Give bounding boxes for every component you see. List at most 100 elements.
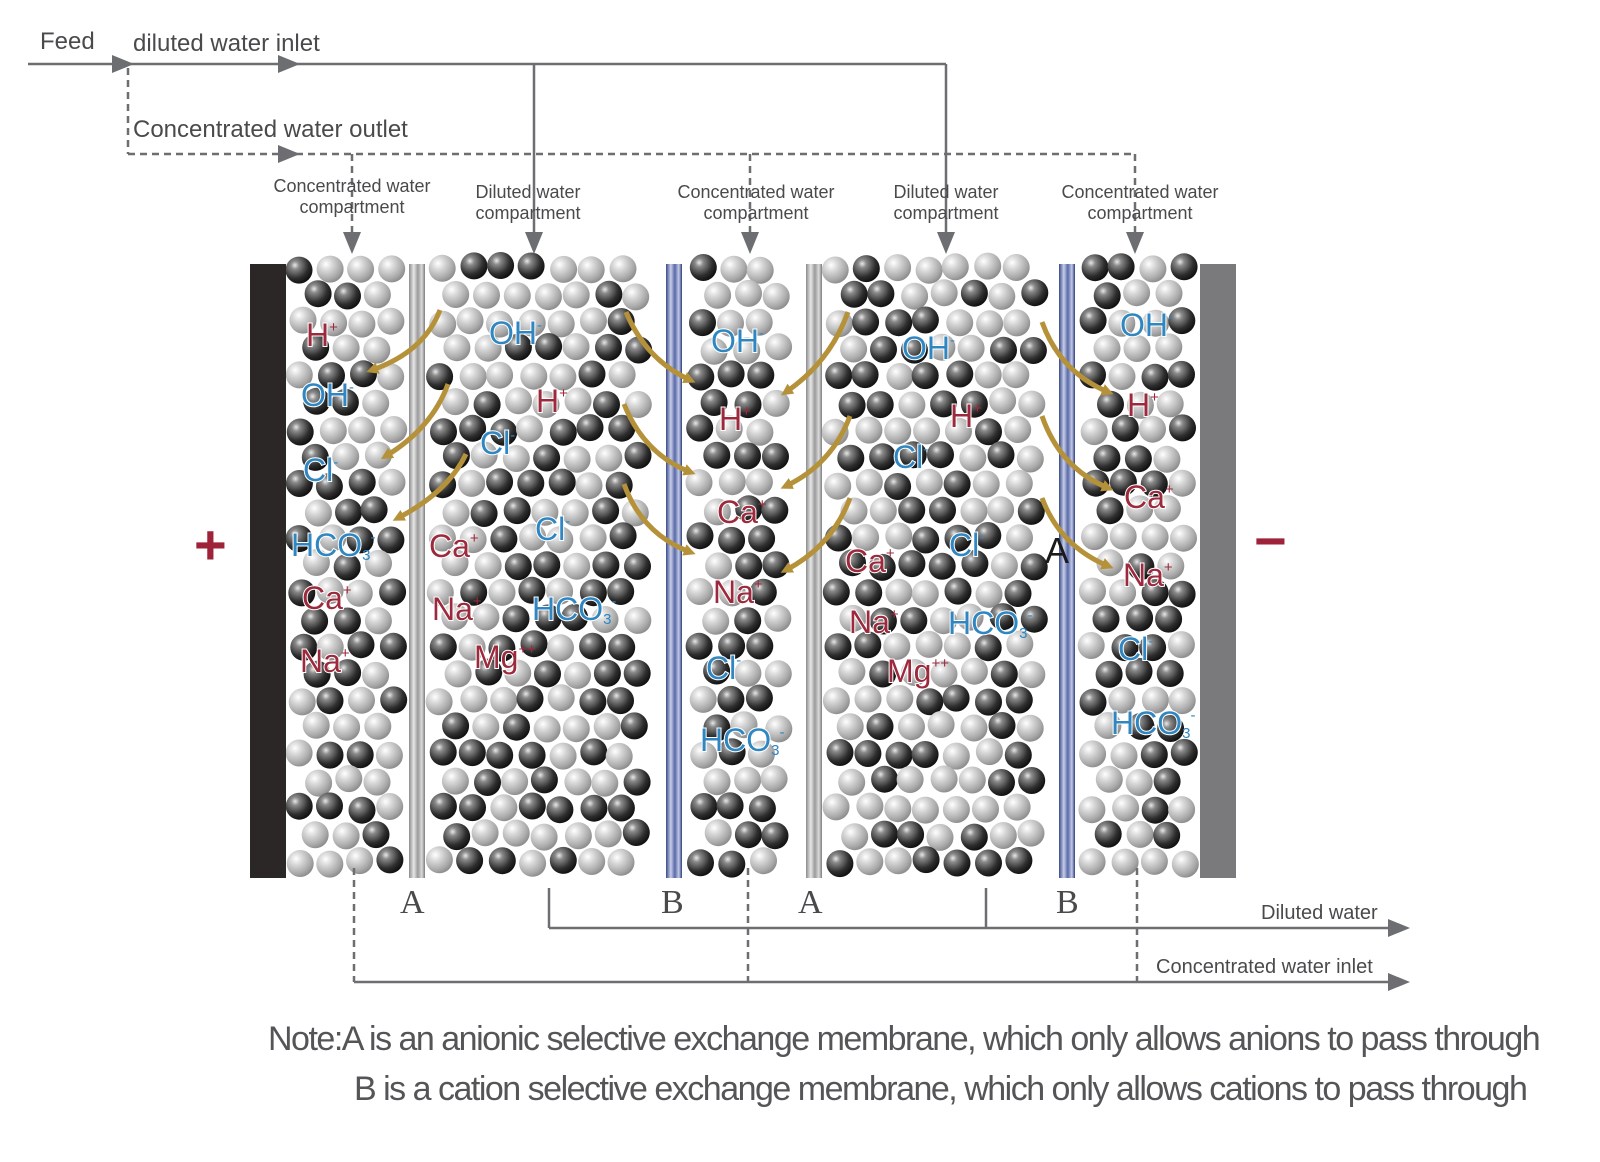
resin-bead-dark <box>377 526 405 554</box>
resin-bead-light <box>855 468 883 496</box>
resin-bead-dark <box>866 391 894 419</box>
resin-bead-dark <box>530 766 558 794</box>
resin-bead-light <box>718 579 746 607</box>
resin-bead-dark <box>622 819 650 846</box>
resin-bead-dark <box>716 792 744 820</box>
resin-bead-dark <box>1097 390 1124 418</box>
resin-bead-light <box>458 633 486 661</box>
resin-bead-light <box>734 659 762 687</box>
concentrated-drop-2-arrow <box>741 232 759 254</box>
resin-bead-light <box>942 742 970 770</box>
resin-bead-light <box>855 416 883 444</box>
migration-arrow-7 <box>781 311 851 396</box>
resin-bead-light <box>747 740 775 768</box>
resin-bead-dark <box>1153 821 1181 849</box>
membrane-label-2: B <box>661 884 684 921</box>
resin-bead-dark <box>718 738 746 766</box>
resin-bead-dark <box>458 739 486 767</box>
resin-bead-light <box>377 363 405 391</box>
resin-bead-light <box>1156 390 1184 418</box>
resin-bead-light <box>957 334 985 362</box>
ion-cl-label: Cl- <box>1117 631 1154 667</box>
resin-bead-dark <box>837 444 865 472</box>
resin-bead-light <box>1002 254 1030 281</box>
resin-bead-light <box>441 603 469 631</box>
resin-bead-light <box>563 552 591 580</box>
resin-bead-dark <box>579 579 607 607</box>
resin-bead-dark <box>549 418 577 446</box>
resin-bead-dark <box>734 442 761 470</box>
resin-bead-light <box>685 469 713 497</box>
resin-bead-dark <box>1155 605 1183 633</box>
migration-arrow-9 <box>780 497 853 573</box>
ion-na-label: Na+ <box>848 604 899 640</box>
resin-bead-dark <box>1153 767 1181 795</box>
resin-bead-dark <box>703 657 731 685</box>
resin-bead-dark <box>746 632 774 660</box>
resin-bead-light <box>532 391 560 418</box>
resin-bead-dark <box>946 360 974 388</box>
resin-bead-dark <box>990 336 1017 364</box>
resin-bead-dark <box>460 252 488 280</box>
resin-bead-dark <box>851 361 879 389</box>
resin-bead-dark <box>623 659 651 687</box>
resin-bead-light <box>911 796 939 824</box>
resin-bead-light <box>380 416 408 443</box>
concentrated-inlet-arrow <box>1388 973 1410 991</box>
resin-bead-light <box>458 469 486 497</box>
resin-bead-light <box>1108 363 1136 390</box>
resin-bead-light <box>1142 309 1170 337</box>
resin-bead-light <box>1155 279 1183 307</box>
ion-mg-label: Mg++ <box>473 639 536 675</box>
resin-bead-dark <box>380 686 408 714</box>
resin-bead-light <box>686 578 714 605</box>
resin-bead-light <box>348 310 376 338</box>
resin-bead-light <box>561 499 589 527</box>
resin-bead-dark <box>580 738 608 766</box>
resin-bead-light <box>821 418 849 446</box>
resin-bead-dark <box>548 468 576 496</box>
resin-bead-light <box>471 819 499 847</box>
resin-bead-dark <box>486 468 514 496</box>
resin-bead-light <box>1168 469 1196 497</box>
resin-bead-dark <box>852 308 880 336</box>
resin-beads <box>285 252 1199 878</box>
resin-bead-dark <box>592 551 620 579</box>
negative-electrode-sign: − <box>1254 509 1287 572</box>
resin-bead-light <box>884 254 912 282</box>
compartment-label-4: Diluted water compartment <box>893 182 999 223</box>
resin-bead-light <box>333 713 361 741</box>
resin-bead-dark <box>578 360 606 388</box>
resin-bead-dark <box>534 604 562 632</box>
resin-bead-dark <box>520 630 548 658</box>
resin-bead-light <box>502 819 530 847</box>
resin-bead-dark <box>747 361 775 389</box>
resin-bead-dark <box>1019 337 1047 364</box>
resin-bead-dark <box>316 792 343 820</box>
resin-bead-light <box>286 850 314 877</box>
resin-bead-dark <box>1020 605 1048 633</box>
resin-bead-dark <box>346 741 374 769</box>
resin-bead-light <box>733 337 761 365</box>
resin-bead-light <box>1002 361 1030 389</box>
resin-bead-light <box>764 604 792 632</box>
resin-bead-light <box>717 309 744 337</box>
resin-bead-light <box>898 391 926 419</box>
resin-bead-dark <box>869 607 897 635</box>
resin-bead-dark <box>1004 741 1032 769</box>
resin-bead-light <box>1112 794 1140 822</box>
ion-na-label: Na+ <box>299 643 350 679</box>
resin-bead-light <box>490 794 518 822</box>
resin-bead-dark <box>335 498 362 526</box>
resin-bead-light <box>332 334 360 362</box>
resin-bead-light <box>428 254 456 282</box>
resin-bead-light <box>1003 309 1031 337</box>
resin-bead-dark <box>517 469 545 497</box>
resin-bead-dark <box>1079 307 1107 334</box>
resin-bead-light <box>1018 661 1046 689</box>
resin-bead-light <box>762 282 790 310</box>
resin-bead-light <box>474 552 502 580</box>
resin-bead-dark <box>348 468 376 496</box>
resin-bead-dark <box>456 847 484 875</box>
resin-bead-dark <box>1168 307 1196 335</box>
